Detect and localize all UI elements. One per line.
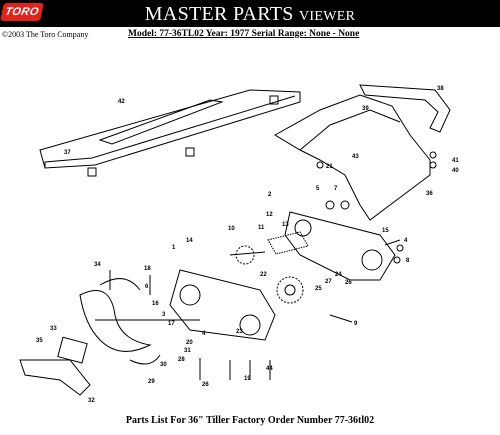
callout-6[interactable]: 6 [145,284,149,290]
callout-33[interactable]: 33 [50,326,57,332]
callout-2[interactable]: 2 [268,192,272,198]
callout-38[interactable]: 38 [437,86,444,92]
callout-7[interactable]: 7 [334,186,338,192]
callout-36[interactable]: 36 [426,191,433,197]
callout-28[interactable]: 28 [178,357,185,363]
callout-35[interactable]: 35 [36,338,43,344]
callout-30[interactable]: 30 [160,362,167,368]
callout-32[interactable]: 32 [88,398,95,404]
callout-4b[interactable]: 4 [202,331,206,337]
model-info: Model: 77-36TL02 Year: 1977 Serial Range… [128,29,360,39]
callout-44[interactable]: 44 [266,366,273,372]
callout-4[interactable]: 4 [404,238,408,244]
callout-11[interactable]: 11 [258,225,265,231]
callout-12[interactable]: 12 [266,212,273,218]
app-title: MASTER PARTS VIEWER [144,3,356,25]
callout-39[interactable]: 39 [362,106,369,112]
callout-15[interactable]: 15 [382,228,389,234]
callout-9[interactable]: 9 [354,321,358,327]
callout-1[interactable]: 1 [172,245,176,251]
callout-14[interactable]: 14 [186,238,193,244]
callout-34[interactable]: 34 [94,262,101,268]
callout-43[interactable]: 43 [352,154,359,160]
copyright-text: ©2003 The Toro Company [2,30,89,39]
callout-23[interactable]: 23 [236,329,243,335]
callout-40[interactable]: 40 [452,168,459,174]
callout-25[interactable]: 25 [315,286,322,292]
callout-19[interactable]: 19 [244,376,251,382]
callout-37[interactable]: 37 [64,150,71,156]
callout-24[interactable]: 24 [335,272,342,278]
header-bar: TORO MASTER PARTS VIEWER [0,0,500,27]
callout-13[interactable]: 13 [282,222,289,228]
callout-3[interactable]: 3 [162,312,166,318]
callout-26[interactable]: 26 [345,280,352,286]
callout-22[interactable]: 22 [260,272,267,278]
callout-5[interactable]: 5 [316,186,320,192]
callout-31[interactable]: 31 [184,348,191,354]
parts-list-caption: Parts List For 36" Tiller Factory Order … [125,415,375,426]
callout-41[interactable]: 41 [452,158,459,164]
callout-27[interactable]: 27 [325,279,332,285]
callout-21[interactable]: 21 [326,164,333,170]
callout-26b[interactable]: 26 [202,382,209,388]
callout-8[interactable]: 8 [406,258,410,264]
callout-10[interactable]: 10 [228,226,235,232]
callout-18[interactable]: 18 [144,266,151,272]
callout-16[interactable]: 16 [152,301,159,307]
callout-42[interactable]: 42 [118,99,125,105]
callout-29[interactable]: 29 [148,379,155,385]
callout-17[interactable]: 17 [168,321,175,327]
callout-20[interactable]: 20 [186,340,193,346]
parts-diagram[interactable]: 42 37 38 39 43 21 41 40 36 2 5 7 15 4 8 … [0,40,500,404]
